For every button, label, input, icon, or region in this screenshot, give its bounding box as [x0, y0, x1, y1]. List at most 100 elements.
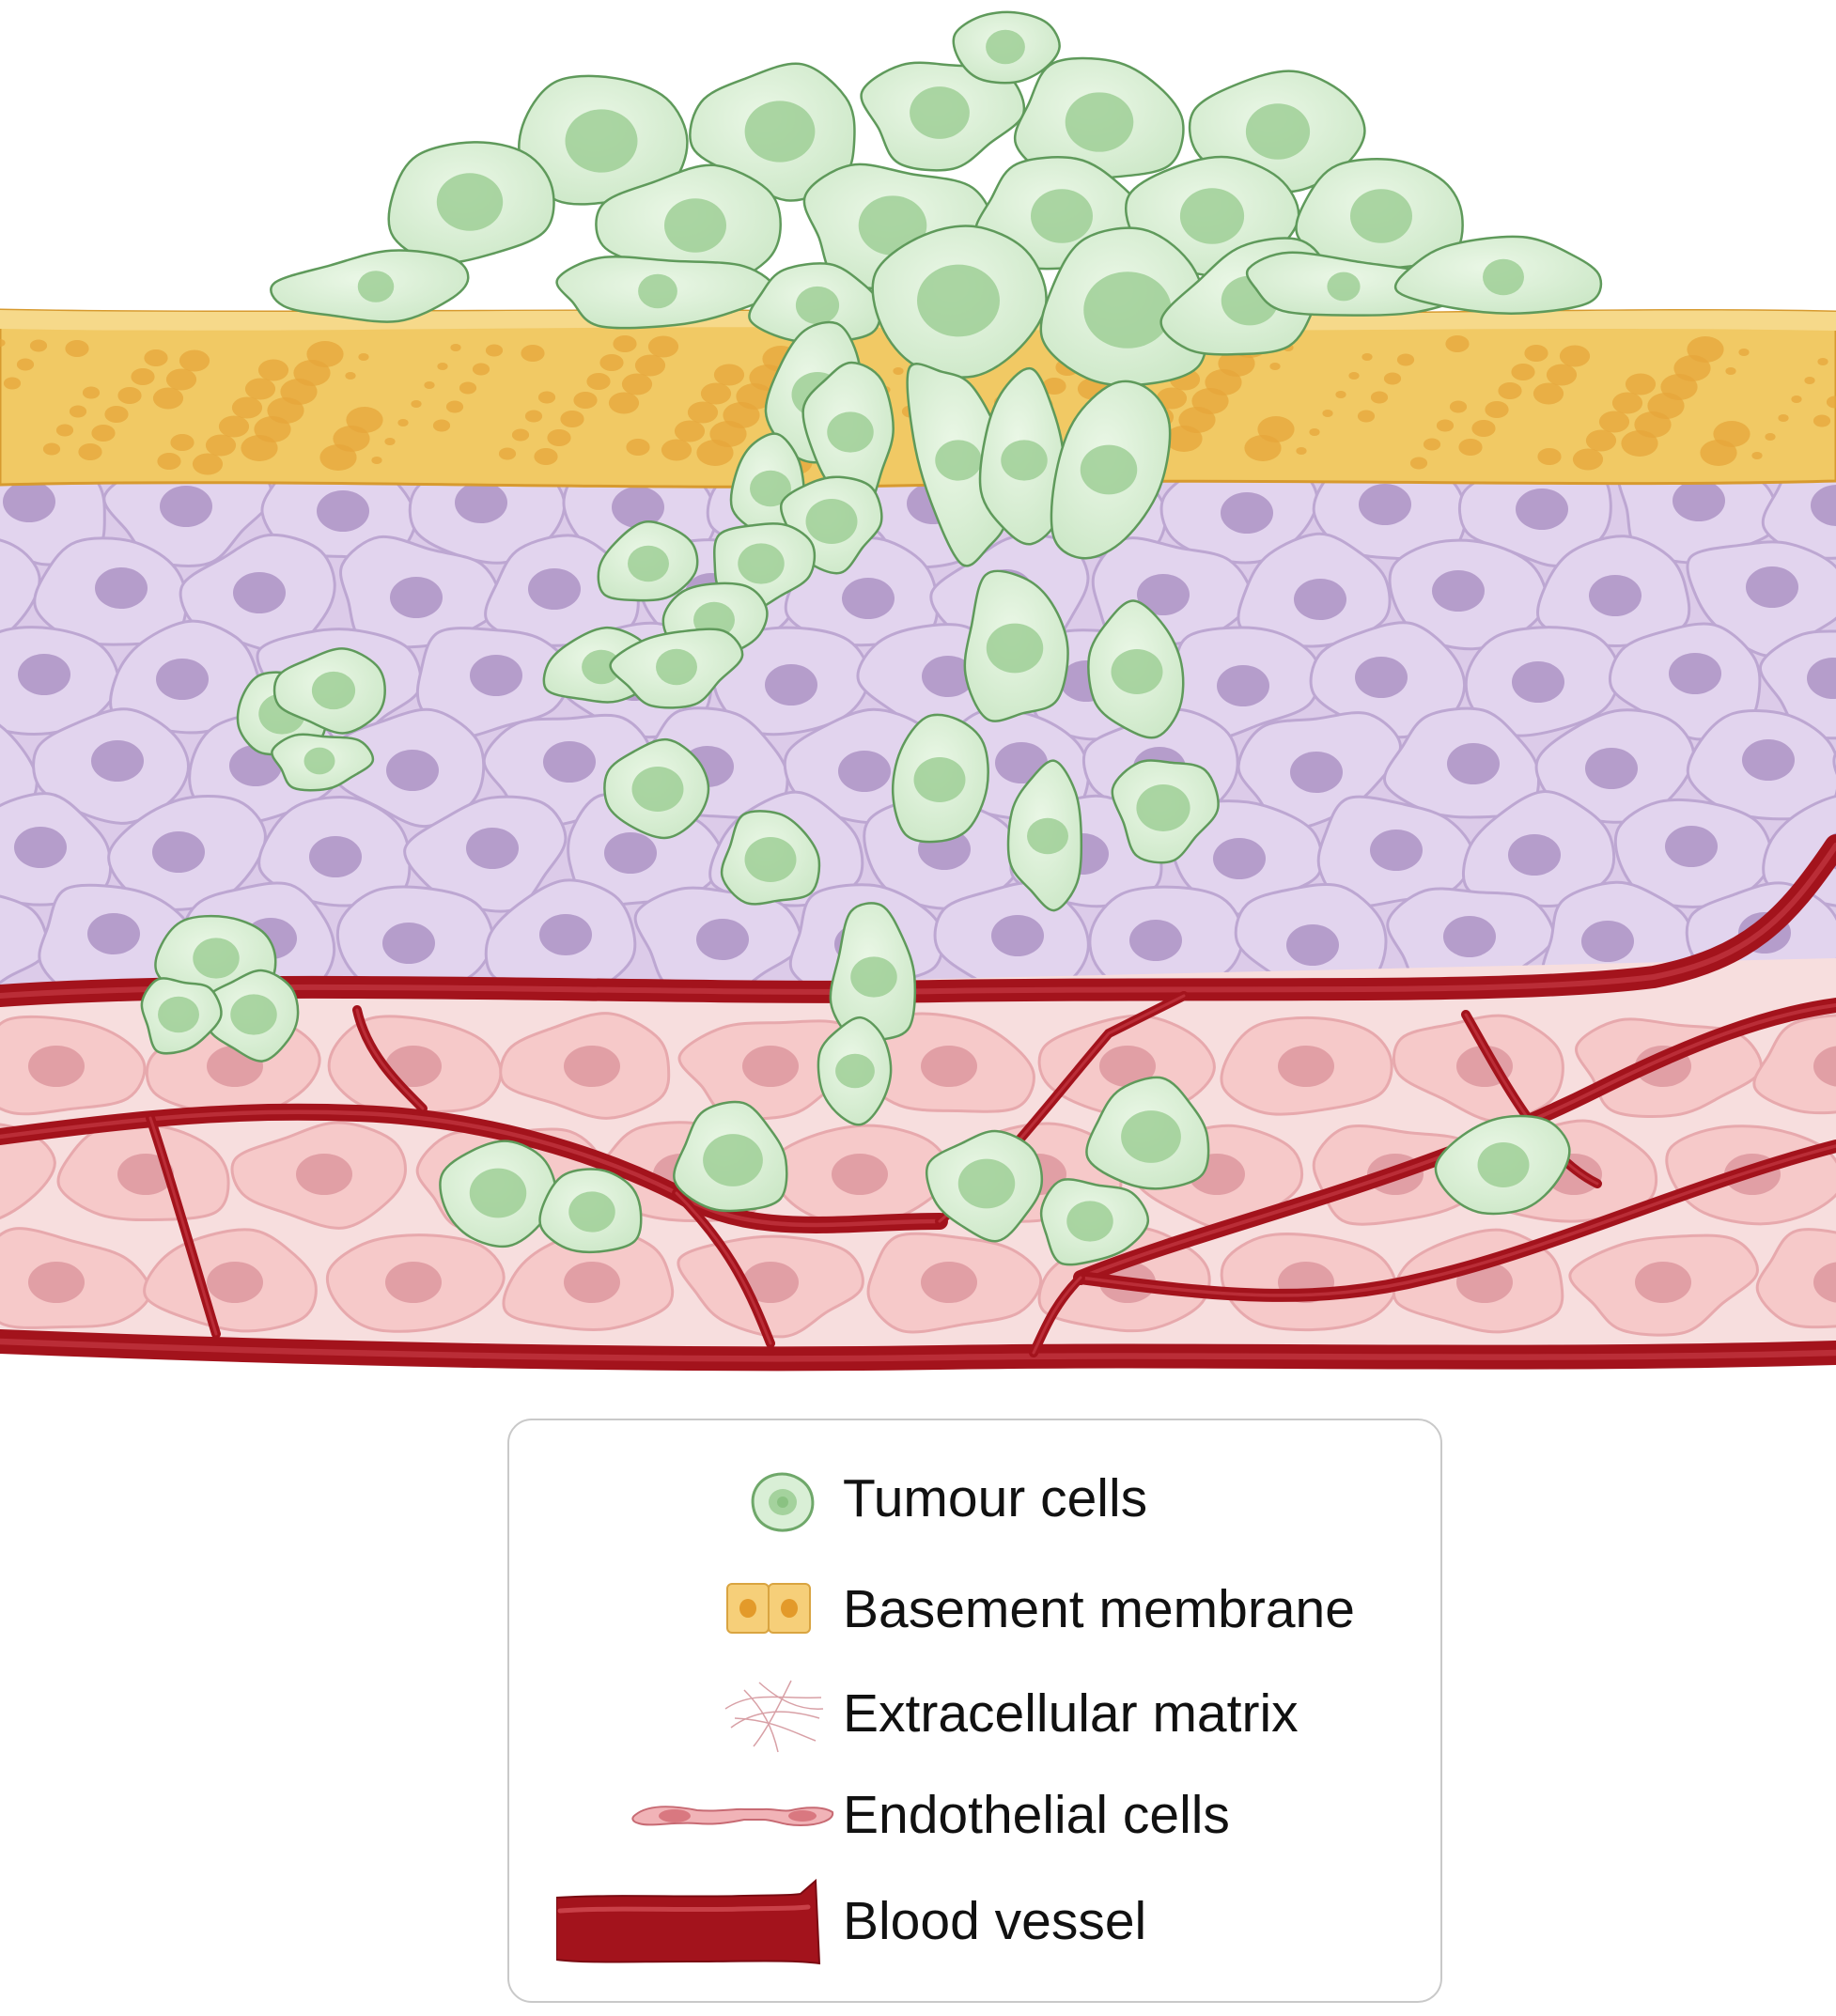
- epithelial-nucleus: [1508, 834, 1561, 876]
- tumour-cell-nucleus: [303, 747, 335, 775]
- basement-membrane-pore: [1625, 373, 1657, 395]
- basement-membrane-pore: [472, 363, 490, 376]
- basement-membrane-pore: [42, 442, 61, 456]
- basement-membrane-pore: [626, 439, 650, 456]
- epithelial-nucleus: [1746, 566, 1798, 608]
- stromal-cell: [1752, 1014, 1836, 1115]
- basement-membrane-icon: [726, 1583, 811, 1634]
- stromal-cell: [1755, 1228, 1836, 1329]
- stromal-nucleus: [28, 1046, 85, 1087]
- tumour-cell-nucleus: [193, 938, 240, 979]
- basement-membrane-pore: [1804, 377, 1815, 384]
- basement-membrane-pore: [170, 434, 194, 451]
- epithelial-nucleus: [160, 486, 212, 527]
- tumour-cell-icon: [751, 1472, 815, 1532]
- legend: Tumour cells Basement membrane Extracell…: [507, 1419, 1442, 2003]
- basement-membrane-pore: [165, 368, 197, 391]
- basement-membrane-pore: [1423, 438, 1441, 451]
- legend-label-extracellular-matrix: Extracellular matrix: [843, 1683, 1299, 1744]
- epithelial-nucleus: [1447, 743, 1500, 784]
- tumour-cell-nucleus: [1066, 1201, 1113, 1242]
- basement-membrane-pore: [1738, 349, 1750, 356]
- basement-membrane-pore: [1309, 428, 1320, 436]
- epithelial-nucleus: [382, 923, 435, 964]
- extracellular-matrix-icon: [724, 1680, 824, 1753]
- basement-membrane-pore: [319, 444, 357, 471]
- tumour-cell-nucleus: [357, 271, 395, 302]
- epithelial-nucleus: [3, 481, 55, 522]
- epithelial-nucleus: [1294, 579, 1346, 620]
- tumour-cell-nucleus: [158, 996, 199, 1033]
- epithelial-nucleus: [1811, 485, 1836, 526]
- epithelial-nucleus: [91, 740, 144, 782]
- basement-membrane-pore: [1409, 457, 1428, 470]
- tumour-cell-nucleus: [986, 29, 1025, 65]
- epithelial-nucleus: [1217, 665, 1269, 706]
- tumour-cell-nucleus: [638, 273, 677, 309]
- basement-membrane-pore: [1383, 372, 1402, 385]
- tumour-cell-nucleus: [703, 1134, 763, 1186]
- tumour-cell-nucleus: [986, 623, 1044, 674]
- legend-item-endothelial-cells: Endothelial cells: [509, 1763, 1440, 1867]
- basement-membrane-pore: [411, 400, 422, 408]
- basement-membrane-pore: [1559, 345, 1591, 367]
- blood-vessel-highlight: [1032, 1276, 1082, 1355]
- stromal-nucleus: [921, 1046, 977, 1087]
- epithelial-nucleus: [455, 482, 507, 523]
- stromal-nucleus: [1813, 1262, 1836, 1303]
- tumour-cell-nucleus: [664, 198, 726, 253]
- epithelial-nucleus: [1665, 826, 1718, 867]
- stromal-nucleus: [207, 1262, 263, 1303]
- tumour-cell-nucleus: [805, 499, 858, 544]
- epithelial-nucleus: [696, 919, 749, 960]
- tumour-cell-nucleus: [1245, 103, 1311, 160]
- epithelial-nucleus: [922, 656, 974, 697]
- basement-membrane-pore: [371, 457, 382, 464]
- stromal-cell: [0, 1121, 56, 1226]
- epithelial-nucleus: [1129, 920, 1182, 961]
- epithelial-nucleus: [317, 490, 369, 532]
- tumour-cell-nucleus: [582, 649, 621, 685]
- epithelial-nucleus: [1370, 830, 1423, 871]
- epithelial-nucleus: [842, 578, 895, 619]
- basement-membrane-pore: [78, 443, 102, 460]
- epithelial-nucleus: [95, 567, 148, 609]
- epithelial-nucleus: [1581, 921, 1634, 962]
- epithelial-nucleus: [838, 751, 891, 792]
- basement-membrane-pore: [55, 424, 74, 437]
- basement-membrane-pore: [1537, 448, 1562, 465]
- basement-membrane-pore: [547, 429, 571, 446]
- stromal-nucleus: [564, 1046, 620, 1087]
- basement-membrane-pore: [69, 405, 87, 418]
- stromal-nucleus: [1635, 1262, 1691, 1303]
- basement-membrane-pore: [1817, 358, 1828, 365]
- stromal-nucleus: [742, 1046, 799, 1087]
- epithelial-cell: [1759, 629, 1836, 740]
- basement-membrane-pore: [534, 448, 558, 465]
- basement-membrane-pore: [0, 339, 6, 347]
- epithelial-nucleus: [1516, 488, 1568, 530]
- tumour-cell-nucleus: [628, 545, 669, 582]
- tumour-cell-nucleus: [311, 671, 356, 710]
- epithelial-nucleus: [470, 655, 522, 696]
- tumour-cell-nucleus: [835, 1053, 875, 1089]
- basement-membrane-pore: [1751, 452, 1763, 459]
- basement-membrane-pore: [450, 344, 461, 351]
- epithelial-nucleus: [1589, 575, 1642, 616]
- basement-membrane-pore: [205, 434, 237, 457]
- basement-membrane-pore: [893, 367, 904, 375]
- epithelial-nucleus: [991, 915, 1044, 956]
- tumour-cell-nucleus: [631, 767, 684, 812]
- basement-membrane-pore: [82, 386, 101, 399]
- epithelial-nucleus: [1221, 492, 1273, 534]
- basement-membrane-pore: [1445, 335, 1470, 352]
- basement-membrane-pore: [1335, 391, 1346, 398]
- epithelial-nucleus: [466, 828, 519, 869]
- basement-membrane-pore: [713, 364, 745, 386]
- stromal-nucleus: [1278, 1046, 1334, 1087]
- tumour-cell-nucleus: [230, 994, 277, 1035]
- tumour-cell-nucleus: [913, 757, 966, 802]
- epithelial-nucleus: [1512, 661, 1564, 703]
- basement-membrane-pore: [1778, 414, 1789, 422]
- epithelial-nucleus: [539, 914, 592, 955]
